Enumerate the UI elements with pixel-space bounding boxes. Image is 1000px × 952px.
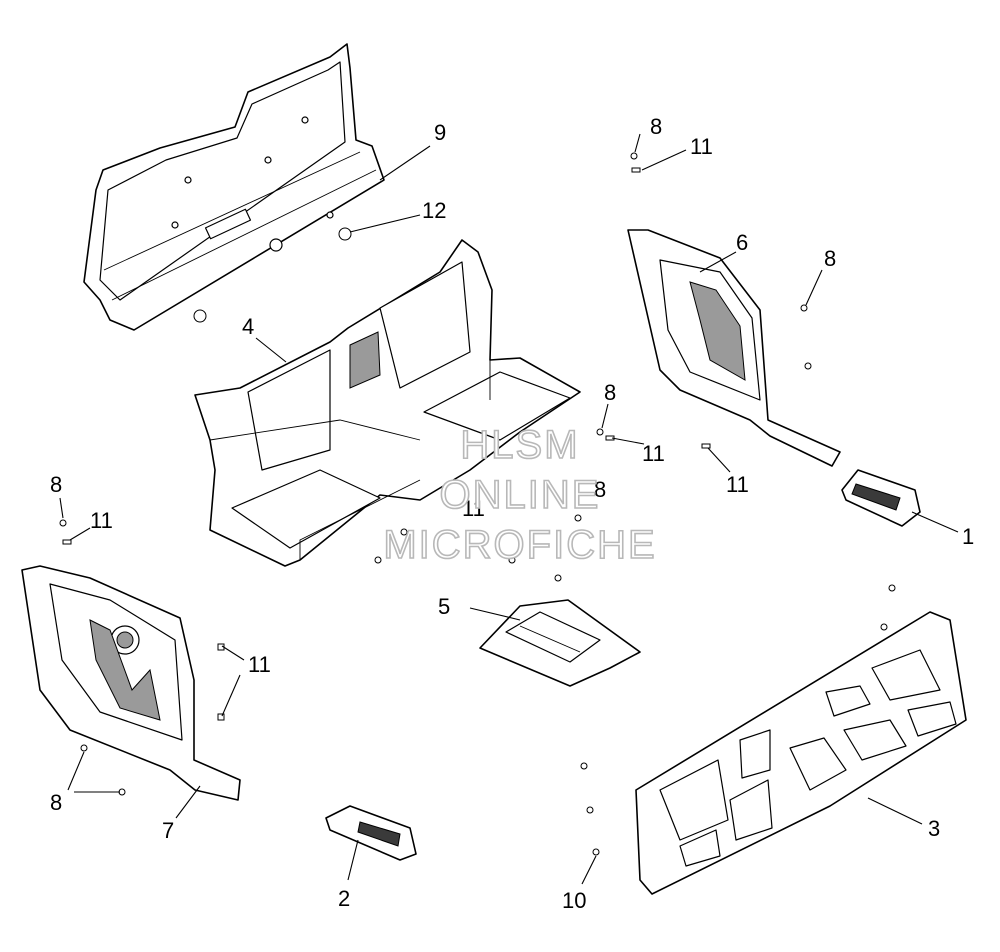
- callout-6: 6: [736, 230, 748, 255]
- callout-9: 9: [434, 120, 446, 145]
- hardware-fasteners: [59, 152, 896, 856]
- part-6-right-side-panel: [627, 229, 841, 467]
- callout-8: 8: [824, 246, 836, 271]
- part-4-floor-bulkhead: [194, 239, 581, 567]
- watermark: HLSM ONLINE MICROFICHE: [383, 422, 656, 568]
- watermark-line-2: ONLINE: [440, 473, 601, 517]
- watermark-line-1: HLSM: [460, 423, 579, 467]
- callout-11: 11: [90, 508, 113, 533]
- watermark-line-3: MICROFICHE: [383, 523, 656, 567]
- callout-11: 11: [642, 441, 665, 466]
- callout-leaders: [59, 133, 959, 885]
- callout-8: 8: [604, 380, 616, 405]
- part-7-left-side-panel: [21, 565, 241, 801]
- callout-4: 4: [242, 314, 254, 339]
- callout-labels: 9 12 8 11 6 8 4 8 11 11 11 8 1 8 11 5 11…: [50, 114, 974, 913]
- callout-10: 10: [562, 888, 586, 913]
- part-1-right-step: [841, 469, 921, 527]
- callout-8: 8: [50, 790, 62, 815]
- callout-2: 2: [338, 886, 350, 911]
- part-2-left-step: [325, 805, 417, 861]
- callout-1: 1: [962, 524, 974, 549]
- part-3-rear-floor-panel: [635, 611, 967, 895]
- callout-12: 12: [422, 198, 446, 223]
- callout-11: 11: [726, 472, 749, 497]
- callout-7: 7: [162, 818, 174, 843]
- callout-11: 11: [462, 496, 485, 521]
- callout-8: 8: [594, 477, 606, 502]
- part-9-rear-upper-panel: [83, 43, 385, 331]
- callout-11: 11: [690, 134, 713, 159]
- callout-8: 8: [650, 114, 662, 139]
- callout-8: 8: [50, 472, 62, 497]
- callout-11: 11: [248, 652, 271, 677]
- callout-3: 3: [928, 816, 940, 841]
- callout-5: 5: [438, 594, 450, 619]
- part-5-center-skid-plate: [479, 599, 641, 687]
